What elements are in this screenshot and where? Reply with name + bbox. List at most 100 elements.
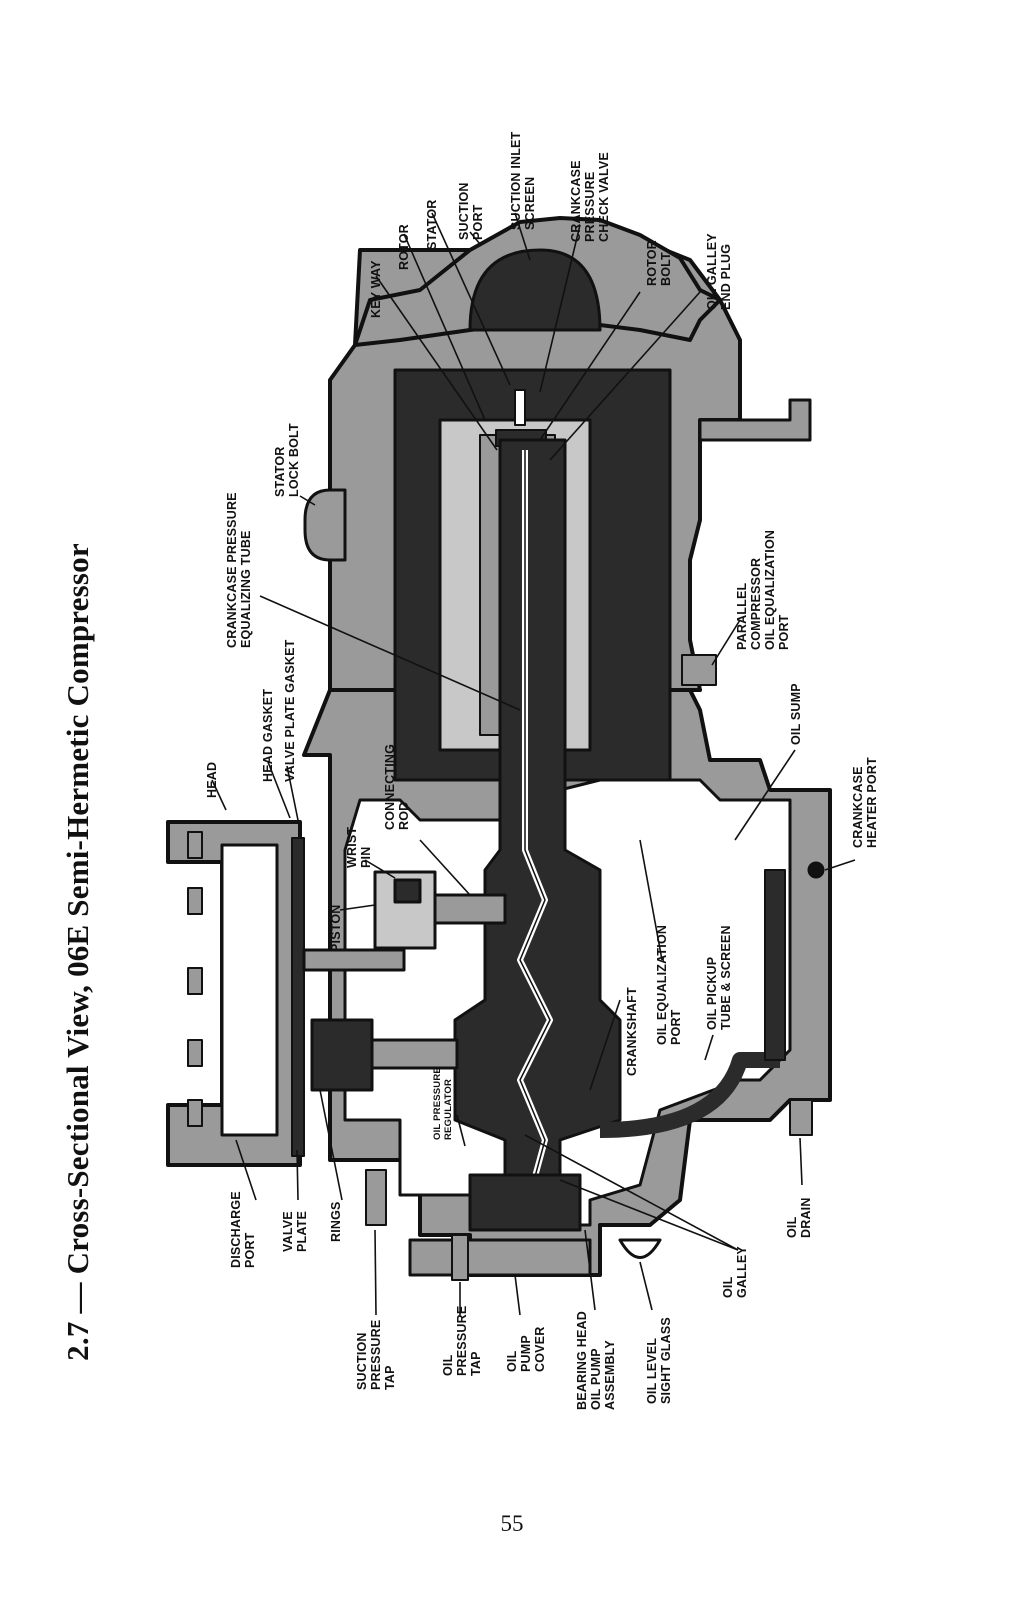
- stator-lock-bolt-shape: [303, 488, 347, 562]
- label-line: TUBE & SCREEN: [719, 925, 733, 1030]
- label-head: HEAD: [205, 762, 219, 798]
- label-piston: PISTON: [329, 904, 343, 952]
- head-bolts: [187, 831, 203, 1127]
- label-rotor: ROTOR: [397, 224, 411, 270]
- oil-drain-shape: [789, 1099, 813, 1136]
- label-line: COMPRESSOR: [749, 558, 763, 650]
- label-line: CRANKCASE: [569, 160, 583, 242]
- label-oil-pressure-tap: OILPRESSURETAP: [441, 1306, 483, 1376]
- label-crankcase-heater-port: CRANKCASEHEATER PORT: [851, 757, 879, 848]
- label-oil-pump-cover: OILPUMPCOVER: [505, 1327, 547, 1372]
- label-line: SUCTION INLET: [509, 131, 523, 230]
- label-stator-lock-bolt: STATORLOCK BOLT: [273, 423, 301, 497]
- rotor-bolt-shape: [514, 389, 526, 426]
- parallel-port-shape: [681, 654, 717, 686]
- label-line: COVER: [533, 1327, 547, 1372]
- label-line: PIN: [359, 847, 373, 868]
- suction-tap-shape: [365, 1169, 387, 1226]
- label-line: OIL: [441, 1354, 455, 1376]
- label-line: CRANKSHAFT: [625, 987, 639, 1076]
- label-line: CONNECTING: [383, 744, 397, 830]
- label-line: ROTOR: [397, 224, 411, 270]
- label-line: OIL: [785, 1216, 799, 1238]
- label-line: SCREEN: [523, 177, 537, 230]
- label-oil-drain: OILDRAIN: [785, 1197, 813, 1238]
- label-line: END PLUG: [719, 244, 733, 310]
- label-line: HEAD: [205, 762, 219, 798]
- label-line: VALVE: [281, 1211, 295, 1252]
- label-head-gasket: HEAD GASKET: [261, 689, 275, 782]
- suction-screen: [468, 248, 602, 332]
- leader-lines: [211, 212, 856, 1316]
- label-line: BOLT: [659, 252, 673, 286]
- label-line: PRESSURE: [455, 1306, 469, 1376]
- label-bearing-head: BEARING HEADOIL PUMPASSEMBLY: [575, 1311, 617, 1410]
- valve-plate: [291, 837, 305, 1157]
- label-line: VALVE PLATE GASKET: [283, 639, 297, 782]
- oil-screen: [764, 869, 786, 1061]
- label-line: PORT: [471, 204, 485, 240]
- label-line: OIL PRESSURE: [432, 1067, 443, 1140]
- label-oil-sump: OIL SUMP: [789, 683, 803, 745]
- label-line: RINGS: [329, 1201, 343, 1242]
- label-line: ASSEMBLY: [603, 1340, 617, 1410]
- label-line: STATOR: [273, 446, 287, 497]
- label-line: KEY WAY: [369, 260, 383, 318]
- label-suction-port: SUCTIONPORT: [457, 182, 485, 240]
- page-number: 55: [500, 1511, 524, 1536]
- label-line: ROD: [397, 802, 411, 830]
- label-suction-pressure-tap: SUCTIONPRESSURETAP: [355, 1320, 397, 1390]
- label-line: SUCTION: [457, 182, 471, 240]
- label-line: PRESSURE: [583, 172, 597, 242]
- label-crankcase-equalizing-tube: CRANKCASE PRESSUREEQUALIZING TUBE: [225, 492, 253, 648]
- label-line: WRIST: [345, 827, 359, 868]
- label-line: LOCK BOLT: [287, 423, 301, 497]
- compressor-drawing: [166, 216, 832, 1281]
- head-cavity: [220, 843, 279, 1137]
- label-line: CHECK VALVE: [597, 152, 611, 242]
- label-rings: RINGS: [329, 1201, 343, 1242]
- piston-assembly-2: [373, 870, 507, 950]
- label-line: PORT: [669, 1009, 683, 1045]
- oil-tap-shape: [451, 1234, 469, 1281]
- label-line: STATOR: [425, 199, 439, 250]
- label-line: SIGHT GLASS: [659, 1317, 673, 1404]
- label-line: TAP: [469, 1351, 483, 1376]
- label-line: HEATER PORT: [865, 757, 879, 848]
- label-line: OIL PUMP: [589, 1348, 603, 1410]
- label-line: PLATE: [295, 1211, 309, 1252]
- label-line: OIL PICKUP: [705, 957, 719, 1030]
- label-line: OIL LEVEL: [645, 1338, 659, 1404]
- label-rotor-bolt: ROTORBOLT: [645, 240, 673, 286]
- label-oil-galley-end-plug: OIL GALLEYEND PLUG: [705, 233, 733, 310]
- bearing-head-shape: [468, 1173, 582, 1232]
- label-parallel-compressor: PARALLELCOMPRESSOROIL EQUALIZATIONPORT: [735, 530, 791, 650]
- label-line: HEAD GASKET: [261, 689, 275, 782]
- oil-pickup-tube: [599, 1052, 780, 1138]
- label-line: PRESSURE: [369, 1320, 383, 1390]
- label-key-way: KEY WAY: [369, 260, 383, 318]
- label-line: PARALLEL: [735, 583, 749, 650]
- label-line: OIL: [721, 1276, 735, 1298]
- label-oil-equalization-port: OIL EQUALIZATIONPORT: [655, 925, 683, 1045]
- label-line: DISCHARGE: [229, 1191, 243, 1268]
- label-line: DRAIN: [799, 1197, 813, 1238]
- mounting-foot: [698, 398, 812, 442]
- label-line: EQUALIZING TUBE: [239, 530, 253, 648]
- piston-assembly-1: [310, 1018, 459, 1092]
- label-valve-plate-gasket: VALVE PLATE GASKET: [283, 639, 297, 782]
- label-line: REGULATOR: [443, 1079, 454, 1140]
- label-line: OIL EQUALIZATION: [655, 925, 669, 1045]
- label-oil-galley: OILGALLEY: [721, 1246, 749, 1298]
- label-line: TAP: [383, 1365, 397, 1390]
- label-line: CRANKCASE: [851, 766, 865, 848]
- label-line: GALLEY: [735, 1246, 749, 1298]
- label-crankcase-check-valve: CRANKCASEPRESSURECHECK VALVE: [569, 152, 611, 242]
- label-suction-inlet-screen: SUCTION INLETSCREEN: [509, 131, 537, 230]
- label-line: OIL SUMP: [789, 683, 803, 745]
- label-line: OIL GALLEY: [705, 233, 719, 310]
- label-line: BEARING HEAD: [575, 1311, 589, 1410]
- heater-port-shape: [807, 861, 825, 879]
